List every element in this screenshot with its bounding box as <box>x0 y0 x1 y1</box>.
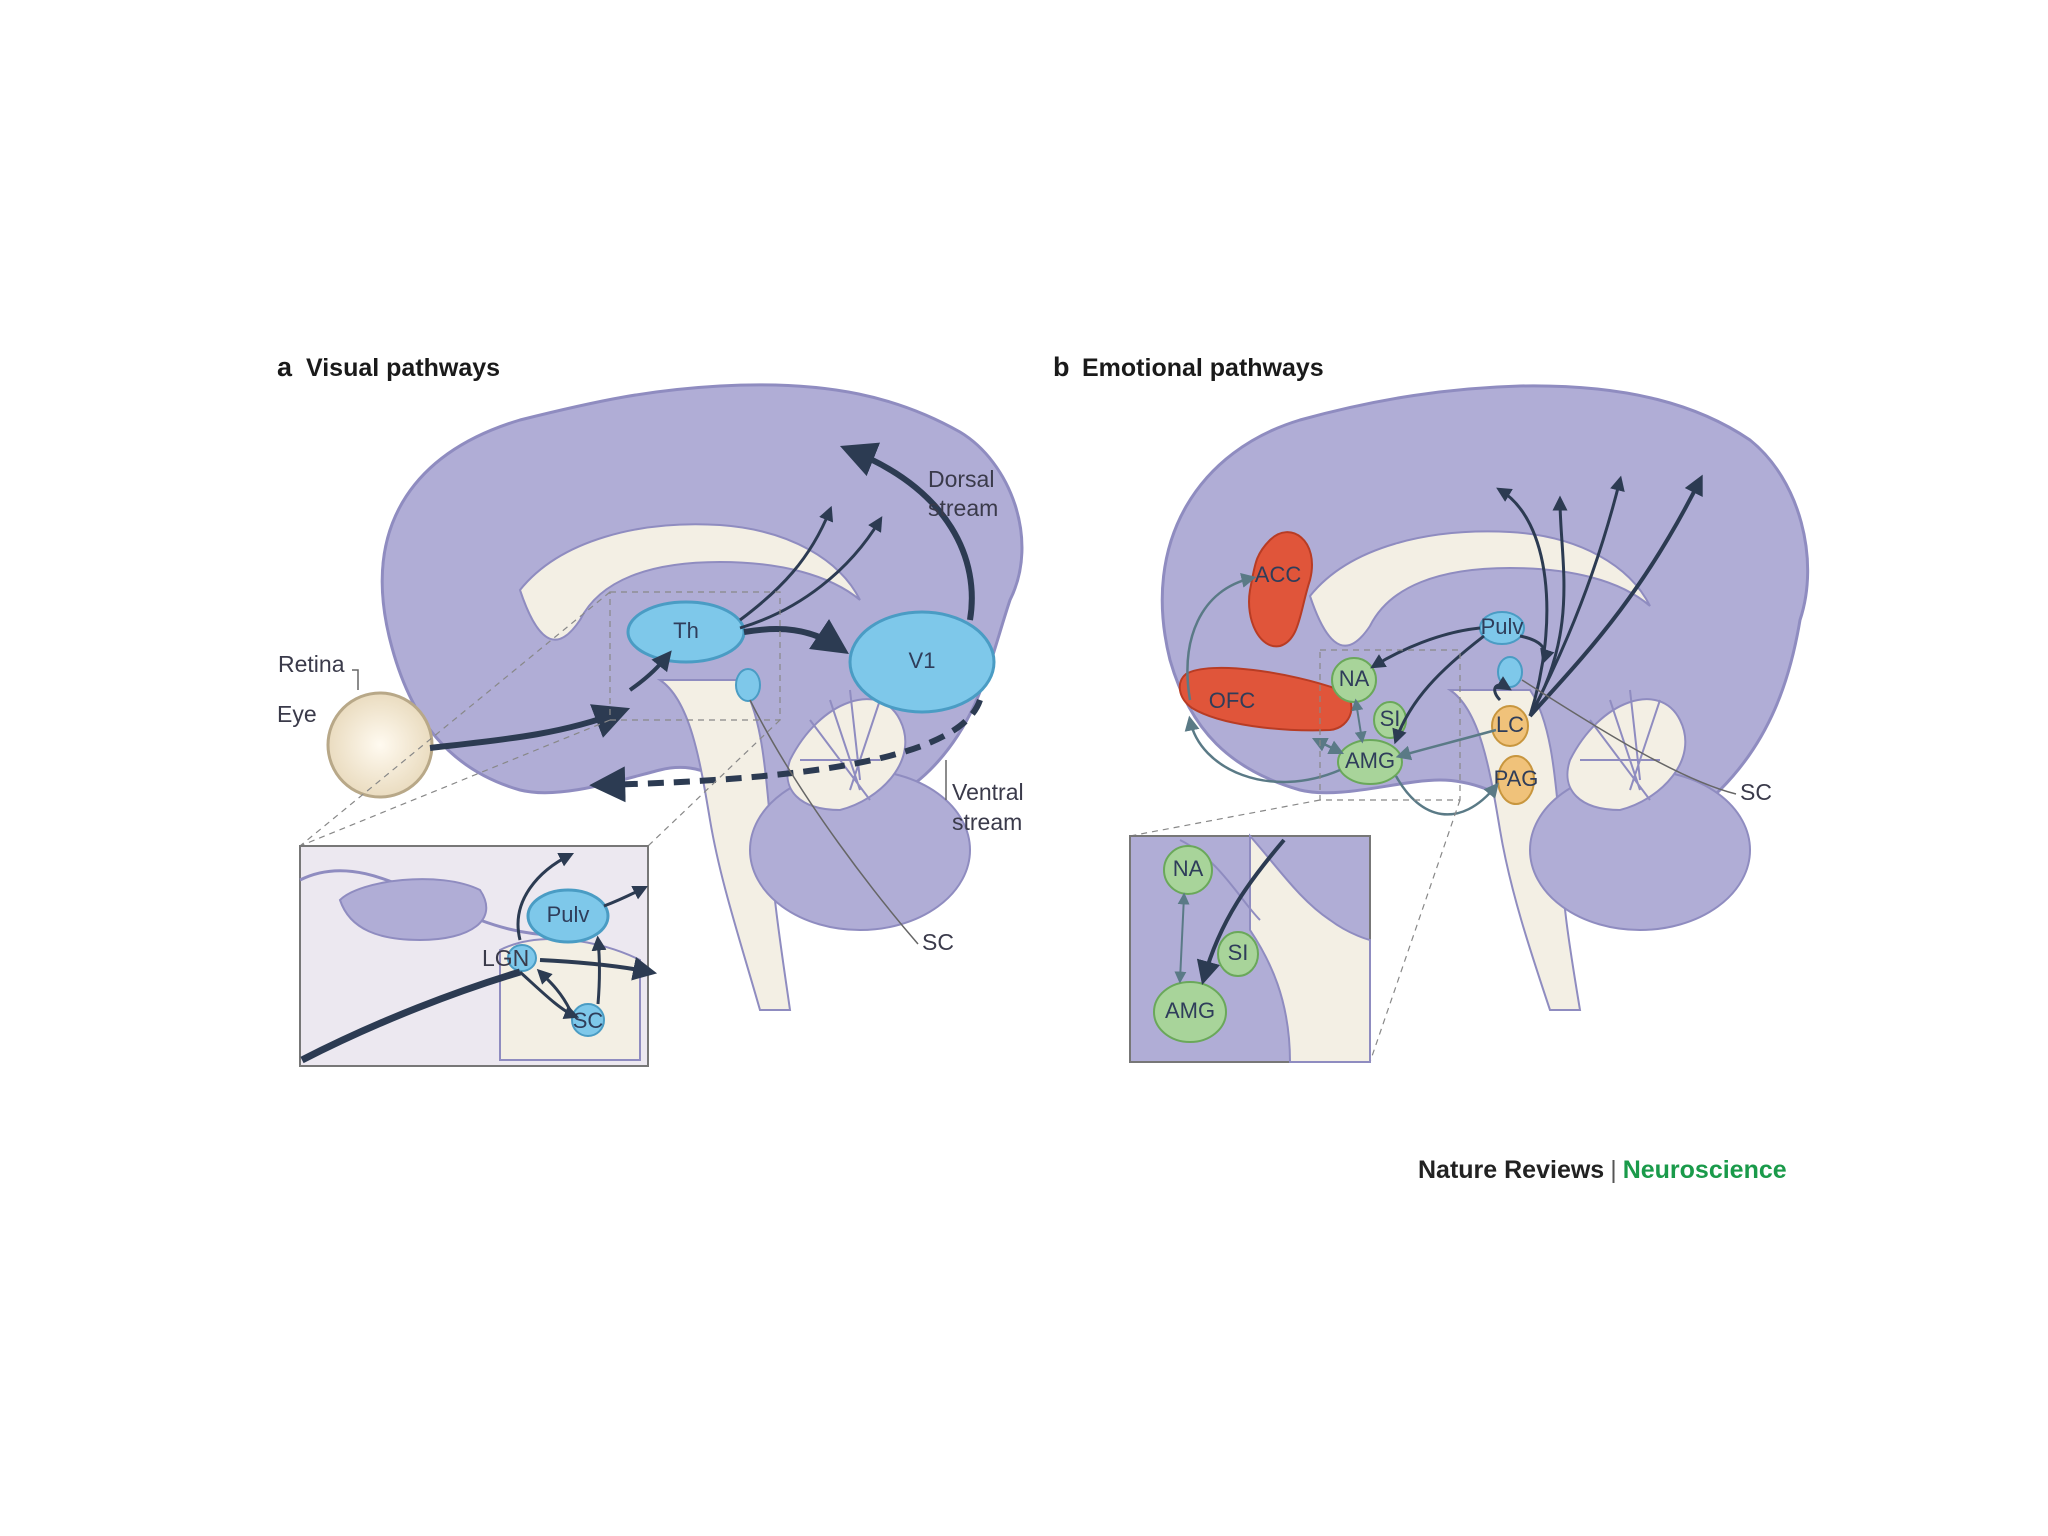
panel-a: a Visual pathways Retina Eye Th V1 <box>277 352 1024 1067</box>
retina-label: Retina <box>278 651 345 677</box>
v1-node: V1 <box>848 610 996 714</box>
panel-b: b Emotional pathways ACC OFC NA SI <box>1053 352 1810 1063</box>
inset-a-sc-node <box>571 1003 605 1037</box>
na-node: NA <box>1331 657 1377 703</box>
brainstem-a <box>656 679 792 1011</box>
inset-b-amg-node <box>1153 981 1227 1043</box>
ofc-node: OFC <box>1178 666 1353 732</box>
corpus-callosum-a <box>518 523 861 641</box>
ventral-label-2: stream <box>952 809 1022 835</box>
panel-a-title: Visual pathways <box>306 354 500 382</box>
corpus-callosum-b <box>1308 530 1651 647</box>
journal-section: Neuroscience <box>1622 1156 1787 1184</box>
cerebellum-a <box>749 689 971 931</box>
eye-label: Eye <box>277 701 317 727</box>
sc-node-a <box>735 668 761 702</box>
dorsal-label-1: Dorsal <box>928 466 994 492</box>
inset-b-si-node <box>1217 931 1259 977</box>
journal-name: Nature Reviews <box>1418 1156 1605 1184</box>
inset-a-pulv-label: Pulv <box>547 902 590 927</box>
arrows-panel-a <box>429 442 983 803</box>
retina-leader <box>352 669 359 690</box>
acc-node: ACC <box>1248 531 1313 648</box>
si-node: SI <box>1373 701 1407 739</box>
inset-a-lgn-node <box>507 944 537 972</box>
acc-label: ACC <box>1255 562 1302 587</box>
sc-node-b <box>1497 656 1523 688</box>
inset-a-lgn-label: LGN <box>482 945 529 971</box>
lc-label: LC <box>1496 712 1524 737</box>
journal-credit: Nature Reviews|Neuroscience <box>1418 1156 1787 1185</box>
th-node: Th <box>626 600 746 664</box>
panel-a-letter: a <box>277 352 293 382</box>
inset-b: NA SI AMG <box>1129 833 1371 1063</box>
amg-node: AMG <box>1337 739 1403 785</box>
na-label: NA <box>1339 666 1370 691</box>
lc-node: LC <box>1491 705 1529 747</box>
si-label: SI <box>1380 706 1401 731</box>
ofc-label: OFC <box>1209 688 1256 713</box>
sc-label-a: SC <box>922 929 954 955</box>
eye-ball <box>326 691 434 799</box>
cerebellum-b <box>1529 689 1751 931</box>
dorsal-label-2: stream <box>928 495 998 521</box>
sc-leader-a <box>749 699 919 945</box>
inset-b-si-label: SI <box>1228 940 1249 965</box>
zoom-guide-b <box>1129 649 1461 1063</box>
th-label: Th <box>673 618 699 643</box>
zoom-guide-a <box>299 591 781 847</box>
inset-a-sc-label: SC <box>573 1008 604 1033</box>
inset-a-pulv-node <box>526 888 610 944</box>
pulv-node-b: Pulv <box>1479 611 1525 645</box>
pag-label: PAG <box>1494 766 1539 791</box>
amg-label: AMG <box>1345 748 1395 773</box>
panel-b-letter: b <box>1053 352 1070 382</box>
arrows-panel-b <box>1184 474 1703 816</box>
inset-a: Pulv LGN SC <box>299 845 658 1067</box>
v1-label: V1 <box>909 648 936 673</box>
panel-b-title: Emotional pathways <box>1082 354 1324 382</box>
sc-leader-b <box>1521 679 1737 795</box>
pag-node: PAG <box>1494 755 1539 805</box>
inset-b-amg-label: AMG <box>1165 998 1215 1023</box>
pulv-label-b: Pulv <box>1481 614 1524 639</box>
ventral-label-1: Ventral <box>952 779 1024 805</box>
sc-label-b: SC <box>1740 779 1772 805</box>
inset-b-na-label: NA <box>1173 856 1204 881</box>
journal-separator: | <box>1610 1156 1617 1184</box>
